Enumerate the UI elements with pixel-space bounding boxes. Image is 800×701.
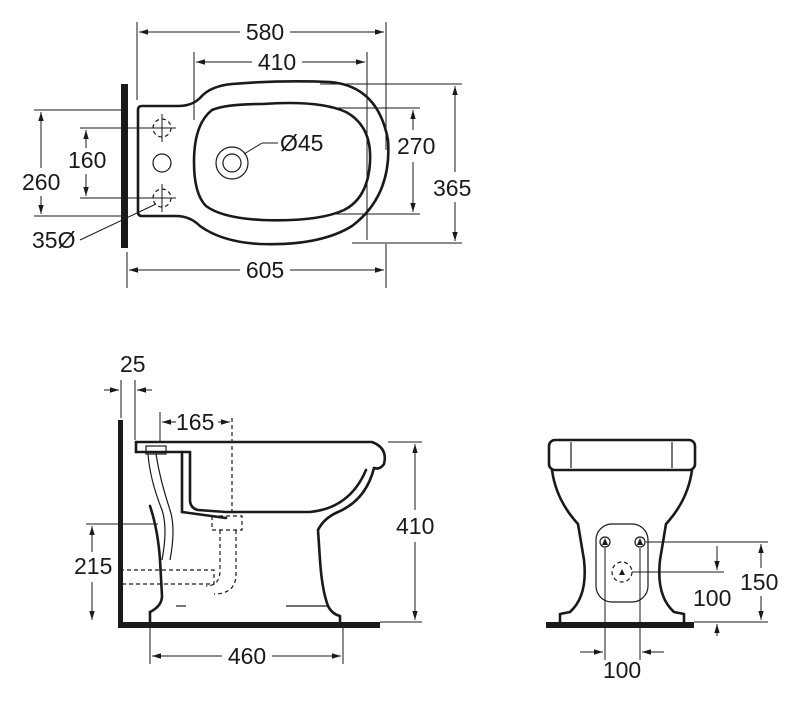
side-view: 25 165 410 215 460 <box>74 351 434 669</box>
dim-150: 150 <box>740 569 778 595</box>
side-view-bowl <box>188 450 368 514</box>
front-view-rim <box>547 438 697 472</box>
dim-100-horizontal: 100 <box>603 657 641 683</box>
dim-260: 260 <box>22 169 60 195</box>
side-view-floor <box>118 622 380 628</box>
dim-160: 160 <box>68 147 106 173</box>
dim-270: 270 <box>397 133 435 159</box>
fixing-hole-right <box>634 536 646 548</box>
dim-605: 605 <box>246 257 284 283</box>
dim-100-vertical: 100 <box>693 585 731 611</box>
dim-365: 365 <box>433 175 471 201</box>
side-view-body <box>316 466 376 624</box>
top-view-bowl <box>192 101 372 222</box>
front-view-floor <box>546 622 694 628</box>
dim-25: 25 <box>120 351 146 377</box>
top-view: 580 410 Ø45 270 365 160 260 <box>22 19 471 288</box>
dim-410-side: 410 <box>396 513 434 539</box>
front-view-recess <box>595 523 649 603</box>
top-view-wall <box>121 84 128 248</box>
tap-hole-center <box>152 153 172 173</box>
dim-35: 35Ø <box>32 227 76 253</box>
side-view-rim <box>134 440 387 470</box>
top-view-outline <box>136 80 390 246</box>
dim-580: 580 <box>246 19 284 45</box>
dim-165: 165 <box>176 409 214 435</box>
dim-460: 460 <box>228 643 266 669</box>
front-view: 100 100 150 <box>546 438 778 683</box>
dim-hole-diameter: Ø45 <box>280 130 323 156</box>
drain-hole <box>215 146 249 180</box>
dim-410-top: 410 <box>258 49 296 75</box>
dim-215: 215 <box>74 553 112 579</box>
drain-hole-inner <box>222 153 242 173</box>
front-view-pedestal <box>550 468 586 624</box>
fixing-hole-left <box>599 536 611 548</box>
